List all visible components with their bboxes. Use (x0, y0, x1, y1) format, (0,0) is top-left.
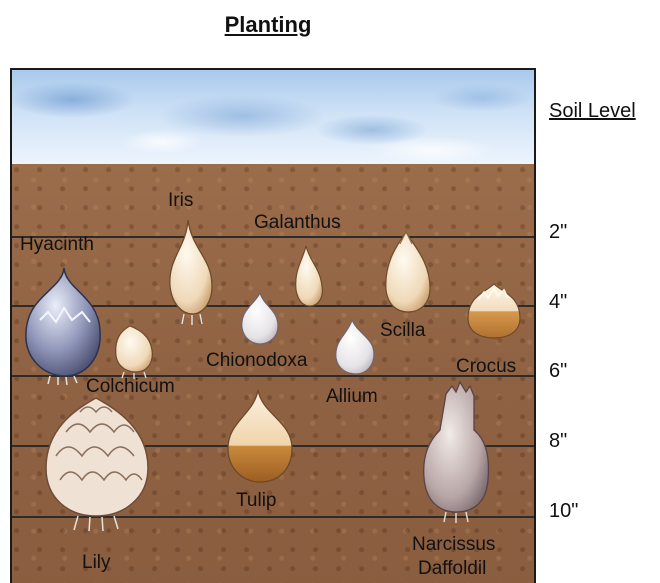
colchicum-bulb-icon (116, 326, 153, 379)
depth-label-2: 2" (549, 221, 567, 244)
bulb-label-scilla: Scilla (380, 320, 425, 342)
bulb-label-crocus: Crocus (456, 356, 516, 378)
allium-bulb-icon (336, 320, 374, 374)
bulb-label-chionodoxa: Chionodoxa (206, 350, 307, 372)
depth-label-8: 8" (549, 430, 567, 453)
depth-label-6: 6" (549, 360, 567, 383)
depth-label-4: 4" (549, 291, 567, 314)
bulb-label-colchicum: Colchicum (86, 376, 175, 398)
bulb-label-tulip: Tulip (236, 490, 276, 512)
chionodoxa-bulb-icon (242, 293, 278, 344)
bulb-label-allium: Allium (326, 386, 378, 408)
narcissus-bulb-icon (424, 382, 489, 523)
depth-label-10: 10" (549, 500, 578, 523)
bulb-label-galanthus: Galanthus (254, 212, 341, 234)
scilla-bulb-icon (386, 232, 430, 312)
tulip-bulb-icon (228, 390, 292, 482)
bulb-label-hyacinth: Hyacinth (20, 234, 94, 256)
soil-level-label: Soil Level (549, 100, 636, 123)
bulb-label-lily: Lily (82, 552, 111, 574)
bulb-label-narcissus: Narcissus (412, 534, 495, 556)
galanthus-bulb-icon (296, 246, 323, 306)
iris-bulb-icon (170, 220, 212, 325)
hyacinth-bulb-icon (26, 268, 100, 385)
crocus-bulb-icon (468, 284, 520, 338)
lily-bulb-icon (46, 398, 148, 531)
bulb-label-iris: Iris (168, 190, 193, 212)
bulb-label-daffodil: Daffoldil (418, 558, 486, 580)
